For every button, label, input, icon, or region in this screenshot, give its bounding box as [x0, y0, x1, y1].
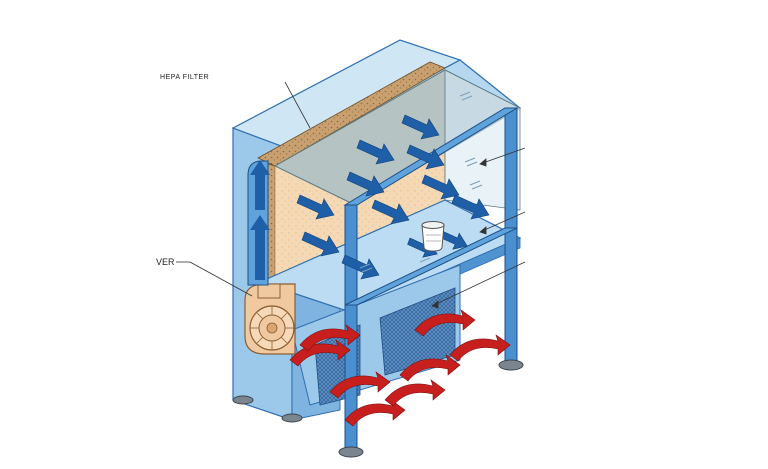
leveling-foot — [232, 395, 254, 405]
hepa-filter-callout: HEPA FILTER — [160, 74, 210, 81]
return-duct — [247, 160, 270, 286]
intake-airflow-arrow — [384, 379, 446, 407]
beaker-icon — [421, 221, 445, 252]
intake-airflow-arrow — [329, 371, 391, 399]
intake-airflow-arrow — [449, 334, 511, 362]
laminar-airflow-arrow — [356, 139, 395, 165]
laminar-airflow-arrow — [401, 114, 440, 140]
laminar-airflow-arrow — [451, 194, 490, 220]
laminar-airflow-arrow — [341, 254, 380, 280]
laminar-airflow-arrows — [296, 114, 490, 280]
laminar-airflow-arrow — [421, 174, 460, 200]
blower-fan-icon — [244, 283, 296, 355]
laminar-airflow-arrow — [296, 194, 335, 220]
intake-airflow-arrow — [299, 324, 361, 352]
laminar-airflow-arrow — [371, 199, 410, 225]
intake-airflow-arrow — [414, 309, 476, 337]
leveling-foot — [498, 359, 524, 371]
intake-airflow-arrow — [399, 354, 461, 382]
leveling-foot — [281, 413, 303, 423]
upflow-arrow-icon — [250, 160, 270, 210]
callout-leaders — [176, 81, 526, 309]
glass-reflection-marks — [359, 91, 483, 273]
glass-sash — [273, 69, 522, 211]
laminar-airflow-arrow — [301, 231, 340, 257]
intake-airflow-arrows — [289, 309, 511, 427]
leveling-foot — [338, 446, 364, 458]
blower-callout: VER — [156, 257, 175, 267]
intake-airflow-arrow — [344, 399, 406, 427]
laminar-airflow-arrow — [406, 144, 445, 170]
upflow-arrow-icon — [250, 215, 270, 280]
laminar-airflow-arrow — [346, 171, 385, 197]
